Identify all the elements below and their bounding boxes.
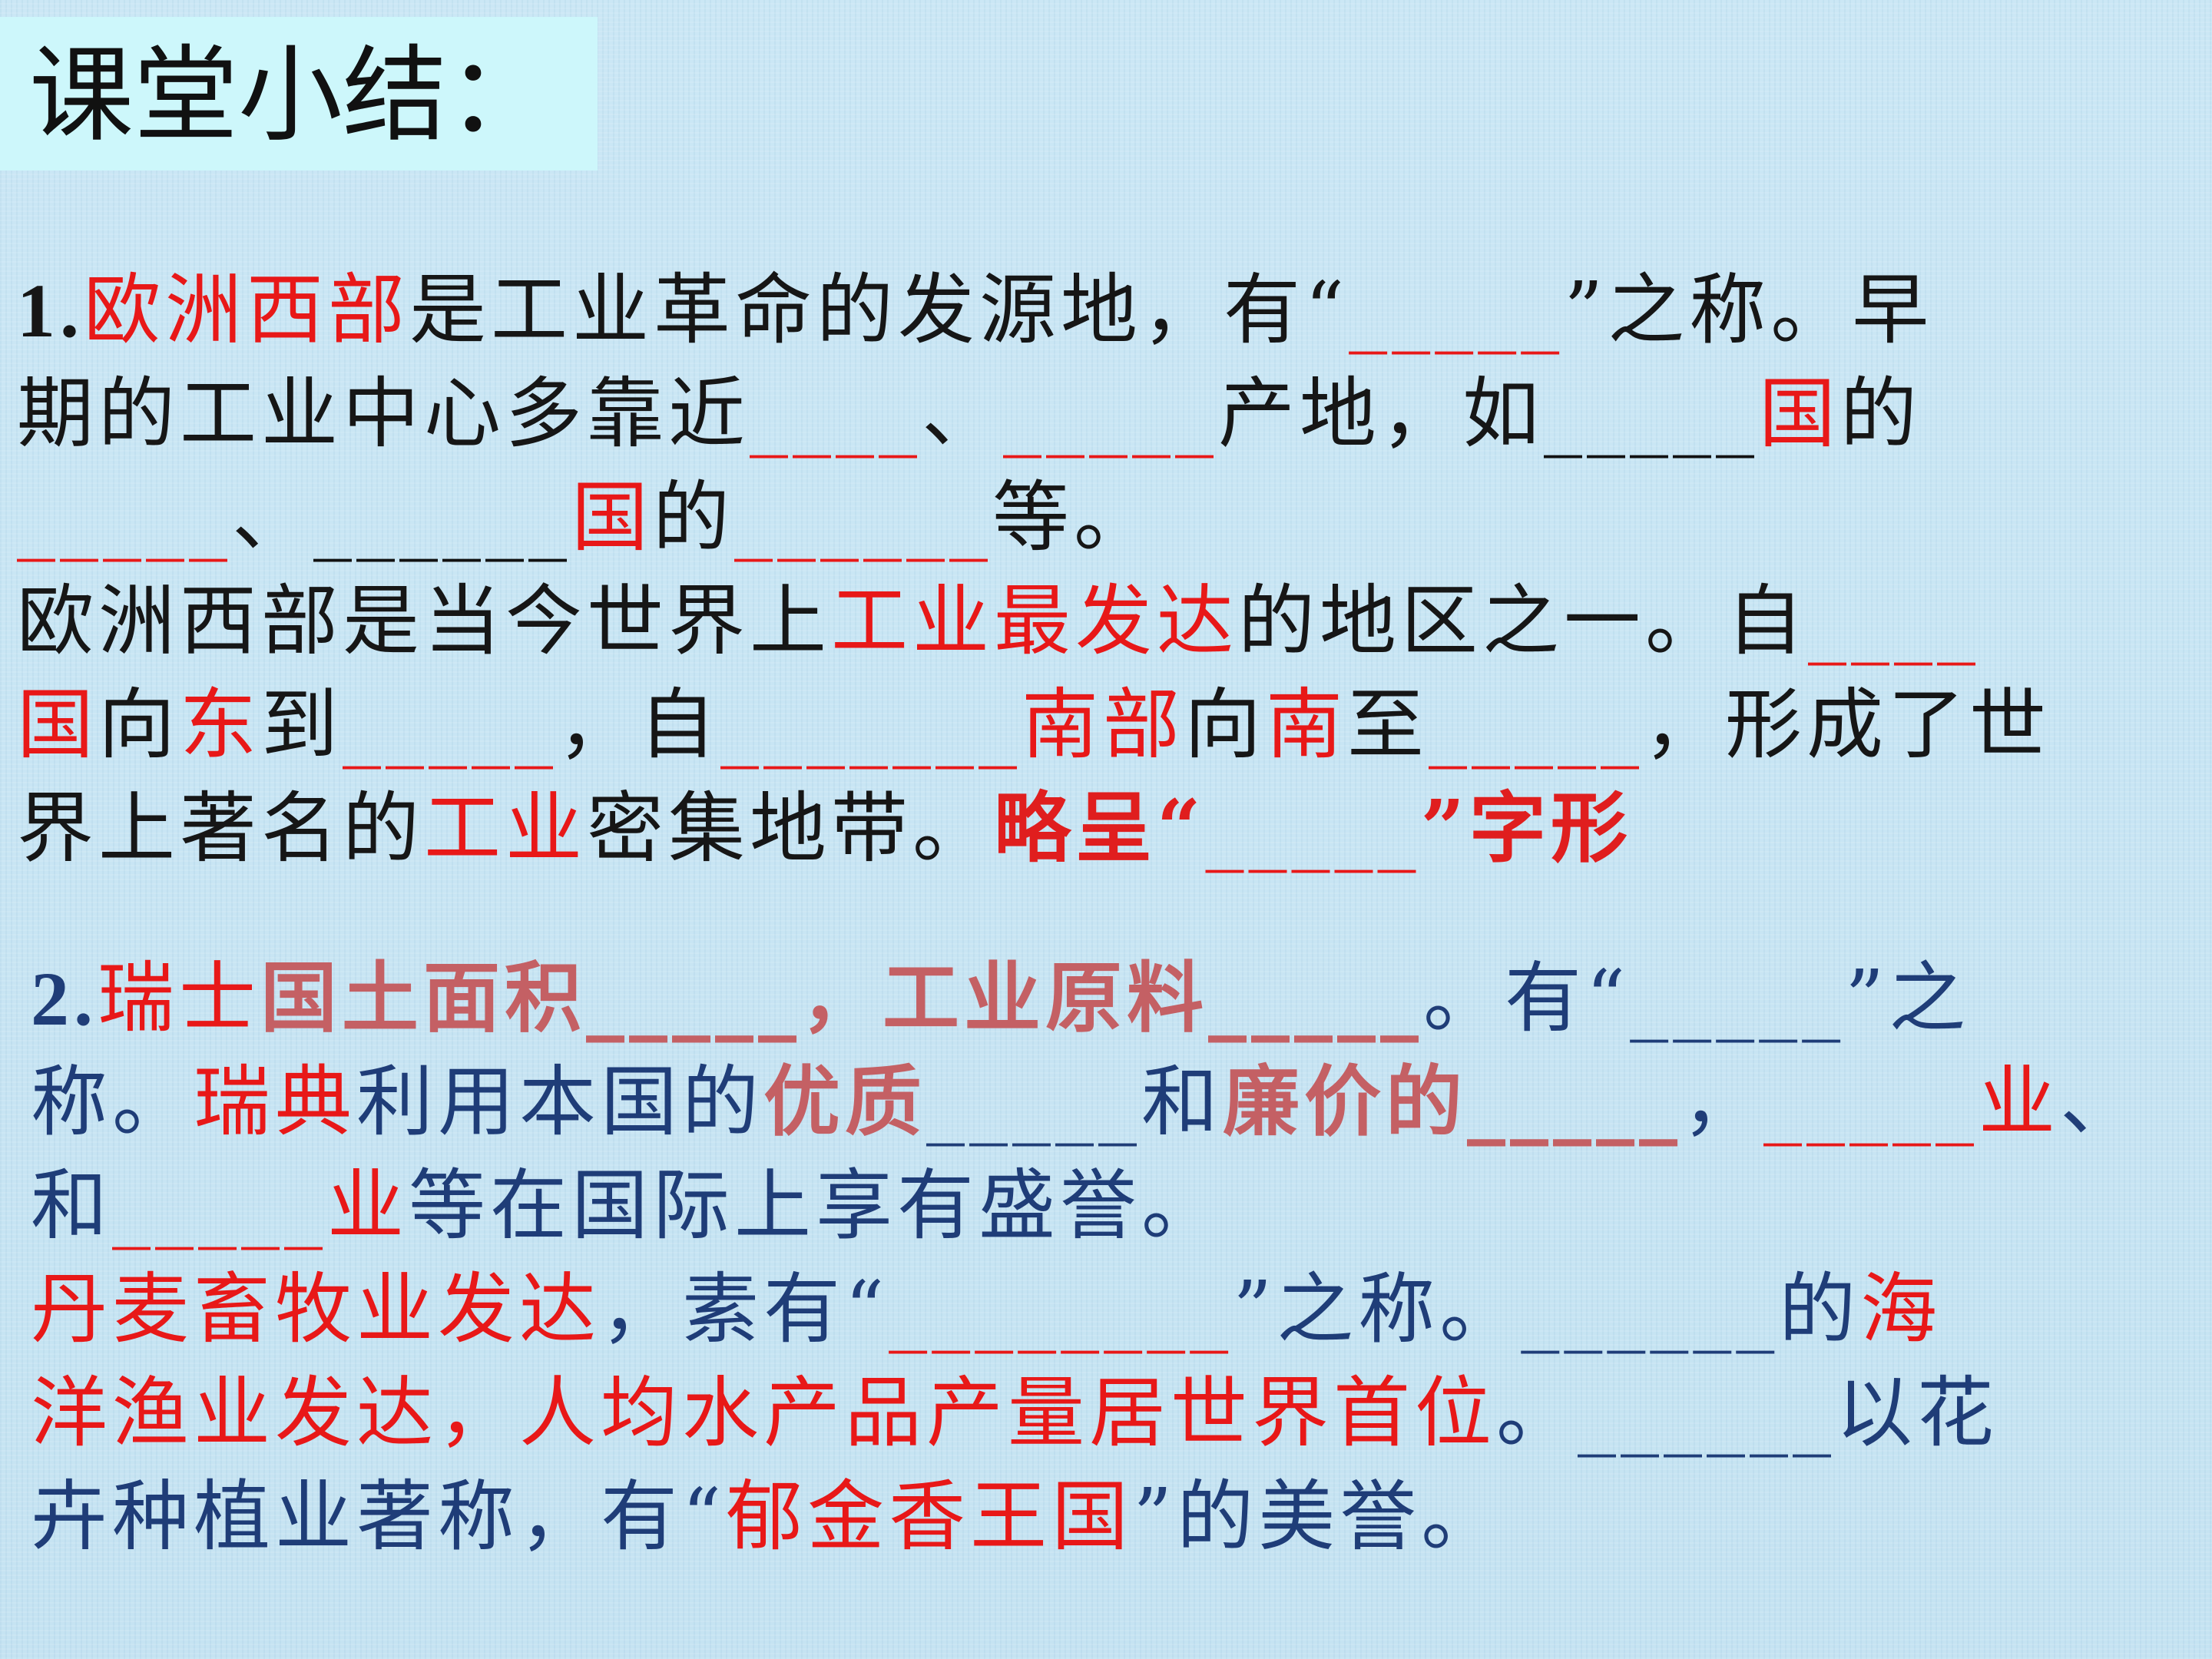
text-segment: 廉价的 <box>1223 1056 1467 1147</box>
fill-blank: _______ <box>720 680 1022 770</box>
fill-blank: _____ <box>1544 369 1759 459</box>
text-segment: 1. <box>17 268 84 353</box>
fill-blank: ________ <box>889 1264 1233 1354</box>
fill-blank: _____ <box>926 1057 1141 1147</box>
fill-blank: ______ <box>734 472 992 562</box>
text-line: 卉种植业著称，有“郁金香王国”的美誉。 <box>31 1465 2141 1568</box>
text-segment: 东 <box>180 680 261 770</box>
text-segment: 向 <box>1184 680 1266 770</box>
text-segment: 是工业革命的发源地，有“ <box>409 265 1349 355</box>
text-segment: ， <box>1682 1057 1763 1147</box>
text-segment: 、 <box>922 369 1003 459</box>
text-segment: 国土面积 <box>260 952 586 1043</box>
text-segment: 和 <box>31 1161 112 1250</box>
title-banner: 课堂小结： <box>0 17 598 171</box>
text-segment: 南部 <box>1022 680 1184 770</box>
text-line: 界上著名的工业密集地带。略呈“_____”字形 <box>17 777 2051 880</box>
fill-blank: _____ <box>1763 1057 1979 1147</box>
summary-paragraph-europe-west: 1.欧洲西部是工业革命的发源地，有“_____”之称。早期的工业中心多靠近___… <box>17 258 2051 880</box>
text-segment: 国 <box>17 680 98 770</box>
text-segment: ，素有“ <box>601 1264 889 1354</box>
text-segment: 2. <box>31 956 98 1041</box>
text-line: 称。瑞典利用本国的优质_____和廉价的_____，_____业、 <box>31 1050 2141 1154</box>
fill-blank: _____ <box>1467 1056 1682 1147</box>
text-line: 期的工业中心多靠近____、_____产地，如_____国的 <box>17 362 2051 465</box>
fill-blank: _____ <box>1003 369 1218 459</box>
text-segment: 向 <box>98 680 180 770</box>
text-segment: 略呈“ <box>994 783 1206 873</box>
text-segment: 洋渔业发达，人均水产品产量居世界首位 <box>31 1368 1496 1458</box>
text-segment: 的 <box>1779 1264 1861 1354</box>
fill-blank: _____ <box>1630 953 1846 1043</box>
text-segment: 等。 <box>992 472 1155 562</box>
summary-paragraph-nordic-switzerland: 2.瑞士国土面积_____，工业原料_____。有“_____”之称。瑞典利用本… <box>31 946 2141 1568</box>
text-segment: ”之 <box>1845 953 1971 1043</box>
text-segment: 。 <box>1496 1368 1578 1458</box>
text-segment: 海 <box>1860 1264 1942 1354</box>
text-segment: 的地区之一。自 <box>1238 576 1808 666</box>
text-segment: ”之称。早 <box>1564 265 1934 355</box>
text-segment: 、 <box>232 472 313 562</box>
page-title: 课堂小结： <box>29 35 551 157</box>
text-line: 欧洲西部是当今世界上工业最发达的地区之一。自____ <box>17 569 2051 673</box>
text-segment: 瑞士 <box>98 953 260 1043</box>
text-segment: 产地，如 <box>1218 369 1544 459</box>
fill-blank: _____ <box>1349 265 1565 355</box>
fill-blank: _____ <box>112 1161 327 1250</box>
text-segment: 、 <box>2060 1057 2141 1147</box>
text-line: 和_____业等在国际上享有盛誉。 <box>31 1154 2141 1257</box>
text-segment: 以花 <box>1836 1368 1998 1458</box>
text-segment: ”字形 <box>1420 783 1633 873</box>
fill-blank: _____ <box>17 472 232 562</box>
text-segment: 称。 <box>31 1057 194 1147</box>
text-line: 2.瑞士国土面积_____，工业原料_____。有“_____”之 <box>31 946 2141 1050</box>
text-segment: 利用本国的 <box>356 1057 763 1147</box>
text-segment: 到 <box>261 680 343 770</box>
text-segment: ，自 <box>558 680 720 770</box>
text-segment: 界上著名的 <box>17 783 424 873</box>
text-segment: 欧洲西部 <box>84 265 409 355</box>
text-segment: 国 <box>571 472 653 562</box>
fill-blank: ______ <box>313 472 571 562</box>
text-segment: 的 <box>653 472 734 562</box>
text-segment: 业 <box>1979 1057 2060 1147</box>
text-segment: 工业原料 <box>882 952 1208 1043</box>
fill-blank: ____ <box>1808 576 1980 666</box>
text-segment: 工业 <box>424 783 587 873</box>
text-segment: 瑞典 <box>194 1057 356 1147</box>
text-segment: 优质 <box>763 1056 926 1147</box>
text-segment: 至 <box>1347 680 1429 770</box>
text-segment: 密集地带。 <box>587 783 994 873</box>
fill-blank: ______ <box>1521 1264 1780 1354</box>
text-segment: ”的美誉。 <box>1133 1472 1503 1561</box>
text-line: 丹麦畜牧业发达，素有“________”之称。______的海 <box>31 1257 2141 1361</box>
text-segment: 工业最发达 <box>831 576 1238 666</box>
fill-blank: _____ <box>1208 952 1423 1043</box>
text-line: _____、______国的______等。 <box>17 465 2051 569</box>
text-line: 洋渔业发达，人均水产品产量居世界首位。______以花 <box>31 1361 2141 1465</box>
text-segment: 期的工业中心多靠近 <box>17 369 750 459</box>
text-segment: 等在国际上享有盛誉。 <box>409 1161 1223 1250</box>
fill-blank: _____ <box>1205 783 1421 873</box>
text-segment: 卉种植业著称，有“ <box>31 1472 727 1561</box>
fill-blank: ______ <box>1578 1368 1836 1458</box>
text-segment: 南 <box>1266 680 1347 770</box>
text-segment: 郁金香王国 <box>726 1472 1134 1561</box>
text-segment: ”之称。 <box>1233 1264 1522 1354</box>
fill-blank: ____ <box>750 369 922 459</box>
text-segment: 丹麦畜牧业发达 <box>31 1264 601 1354</box>
text-segment: 业 <box>327 1161 409 1250</box>
text-segment: 国 <box>1759 369 1840 459</box>
text-line: 国向东到_____，自_______南部向南至_____，形成了世 <box>17 673 2051 777</box>
text-line: 1.欧洲西部是工业革命的发源地，有“_____”之称。早 <box>17 258 2051 362</box>
text-segment: 的 <box>1840 369 1922 459</box>
text-segment: 欧洲西部是当今世界上 <box>17 576 831 666</box>
text-segment: 。有“ <box>1423 953 1631 1043</box>
text-segment: ，形成了世 <box>1644 680 2051 770</box>
fill-blank: _____ <box>1429 680 1644 770</box>
fill-blank: _____， <box>586 952 882 1043</box>
text-segment: 和 <box>1141 1057 1223 1147</box>
fill-blank: _____ <box>343 680 558 770</box>
